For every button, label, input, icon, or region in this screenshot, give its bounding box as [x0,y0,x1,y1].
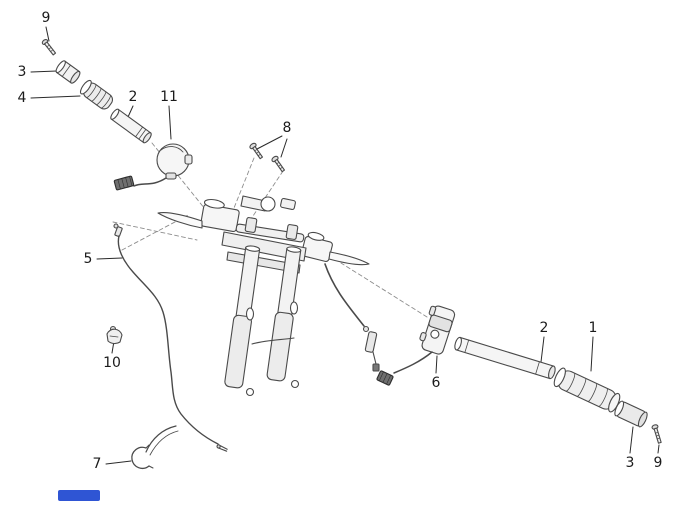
part-switch-left [113,143,193,191]
callout-grip-right: 1 [588,320,598,336]
part-screw-top-left [41,38,57,56]
part-grip-left [79,79,114,110]
part-tube-left [110,108,152,144]
callout-tube-right: 2 [539,320,549,336]
part-retaining-clip [131,425,179,469]
part-screw-bottom-right [651,424,662,444]
callout-tube-left: 2 [128,89,138,105]
callout-switch-left: 11 [160,89,178,105]
callout-screw-right: 9 [653,455,663,471]
part-tube-right [454,336,556,380]
callout-end-cap-right: 3 [625,455,635,471]
footer-mark [58,490,100,501]
part-bushing-left [55,60,81,84]
callout-switch-right: 6 [431,375,441,391]
part-cable-clamp [106,325,123,345]
callout-cable-clamp: 10 [103,355,121,371]
callout-retaining-clip: 7 [92,456,102,472]
callout-leader-lines [30,26,660,465]
central-fork-assembly [157,195,380,397]
callout-grip-left: 4 [17,90,27,106]
callout-screws-top: 8 [282,120,292,136]
callout-bushing-left: 3 [17,64,27,80]
part-grip-right [553,367,621,413]
part-cable [113,223,228,452]
part-switch-right [376,305,456,386]
callout-cable: 5 [83,251,93,267]
callout-screw-top-left: 9 [41,10,51,26]
part-screws-top-center [249,142,286,173]
part-end-cap-right [614,400,648,428]
